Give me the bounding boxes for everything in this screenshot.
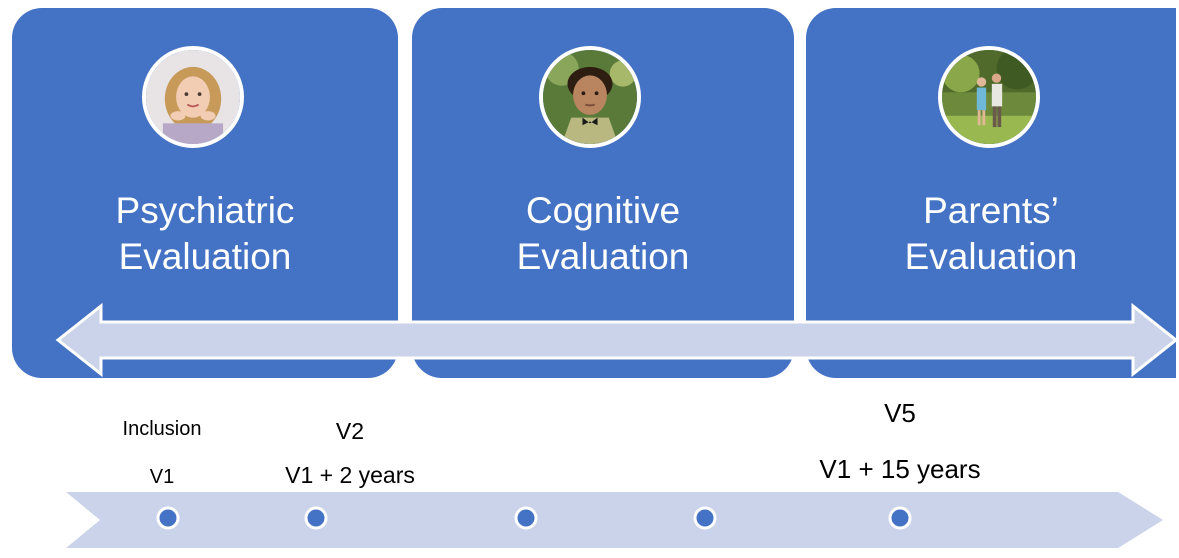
card-title: Psychiatric Evaluation <box>12 188 398 280</box>
timeline-point-1 <box>156 506 180 530</box>
cognitive-evaluation-card: Cognitive Evaluation <box>412 8 794 378</box>
double-arrow <box>55 302 1179 378</box>
card-title-line2: Evaluation <box>516 236 690 277</box>
timeline-point-5 <box>888 506 912 530</box>
inclusion-label: Inclusion <box>122 418 202 440</box>
card-title-line2: Evaluation <box>118 236 292 277</box>
v1-plus-2-years-label: V1 + 2 years <box>285 462 415 488</box>
card-title: Parents’ Evaluation <box>806 188 1176 280</box>
v1-label: V1 <box>149 466 175 488</box>
timeline-point-4 <box>693 506 717 530</box>
parents-evaluation-card: Parents’ Evaluation <box>806 8 1176 378</box>
v1-plus-15-years-label: V1 + 15 years <box>819 454 981 484</box>
timeline-points <box>156 506 912 530</box>
timeline-point-3 <box>514 506 538 530</box>
card-title-line2: Evaluation <box>904 236 1078 277</box>
timeline-arrow <box>66 492 1163 548</box>
girl-photo <box>142 46 244 148</box>
couple-photo <box>938 46 1040 148</box>
v5-label: V5 <box>884 398 916 428</box>
psychiatric-evaluation-card: Psychiatric Evaluation <box>12 8 398 378</box>
card-title-line1: Psychiatric <box>115 190 295 231</box>
card-title-line1: Cognitive <box>525 190 681 231</box>
v2-label: V2 <box>335 418 365 444</box>
card-title: Cognitive Evaluation <box>412 188 794 280</box>
card-title-line1: Parents’ <box>923 190 1059 231</box>
boy-photo <box>539 46 641 148</box>
timeline-point-2 <box>304 506 328 530</box>
